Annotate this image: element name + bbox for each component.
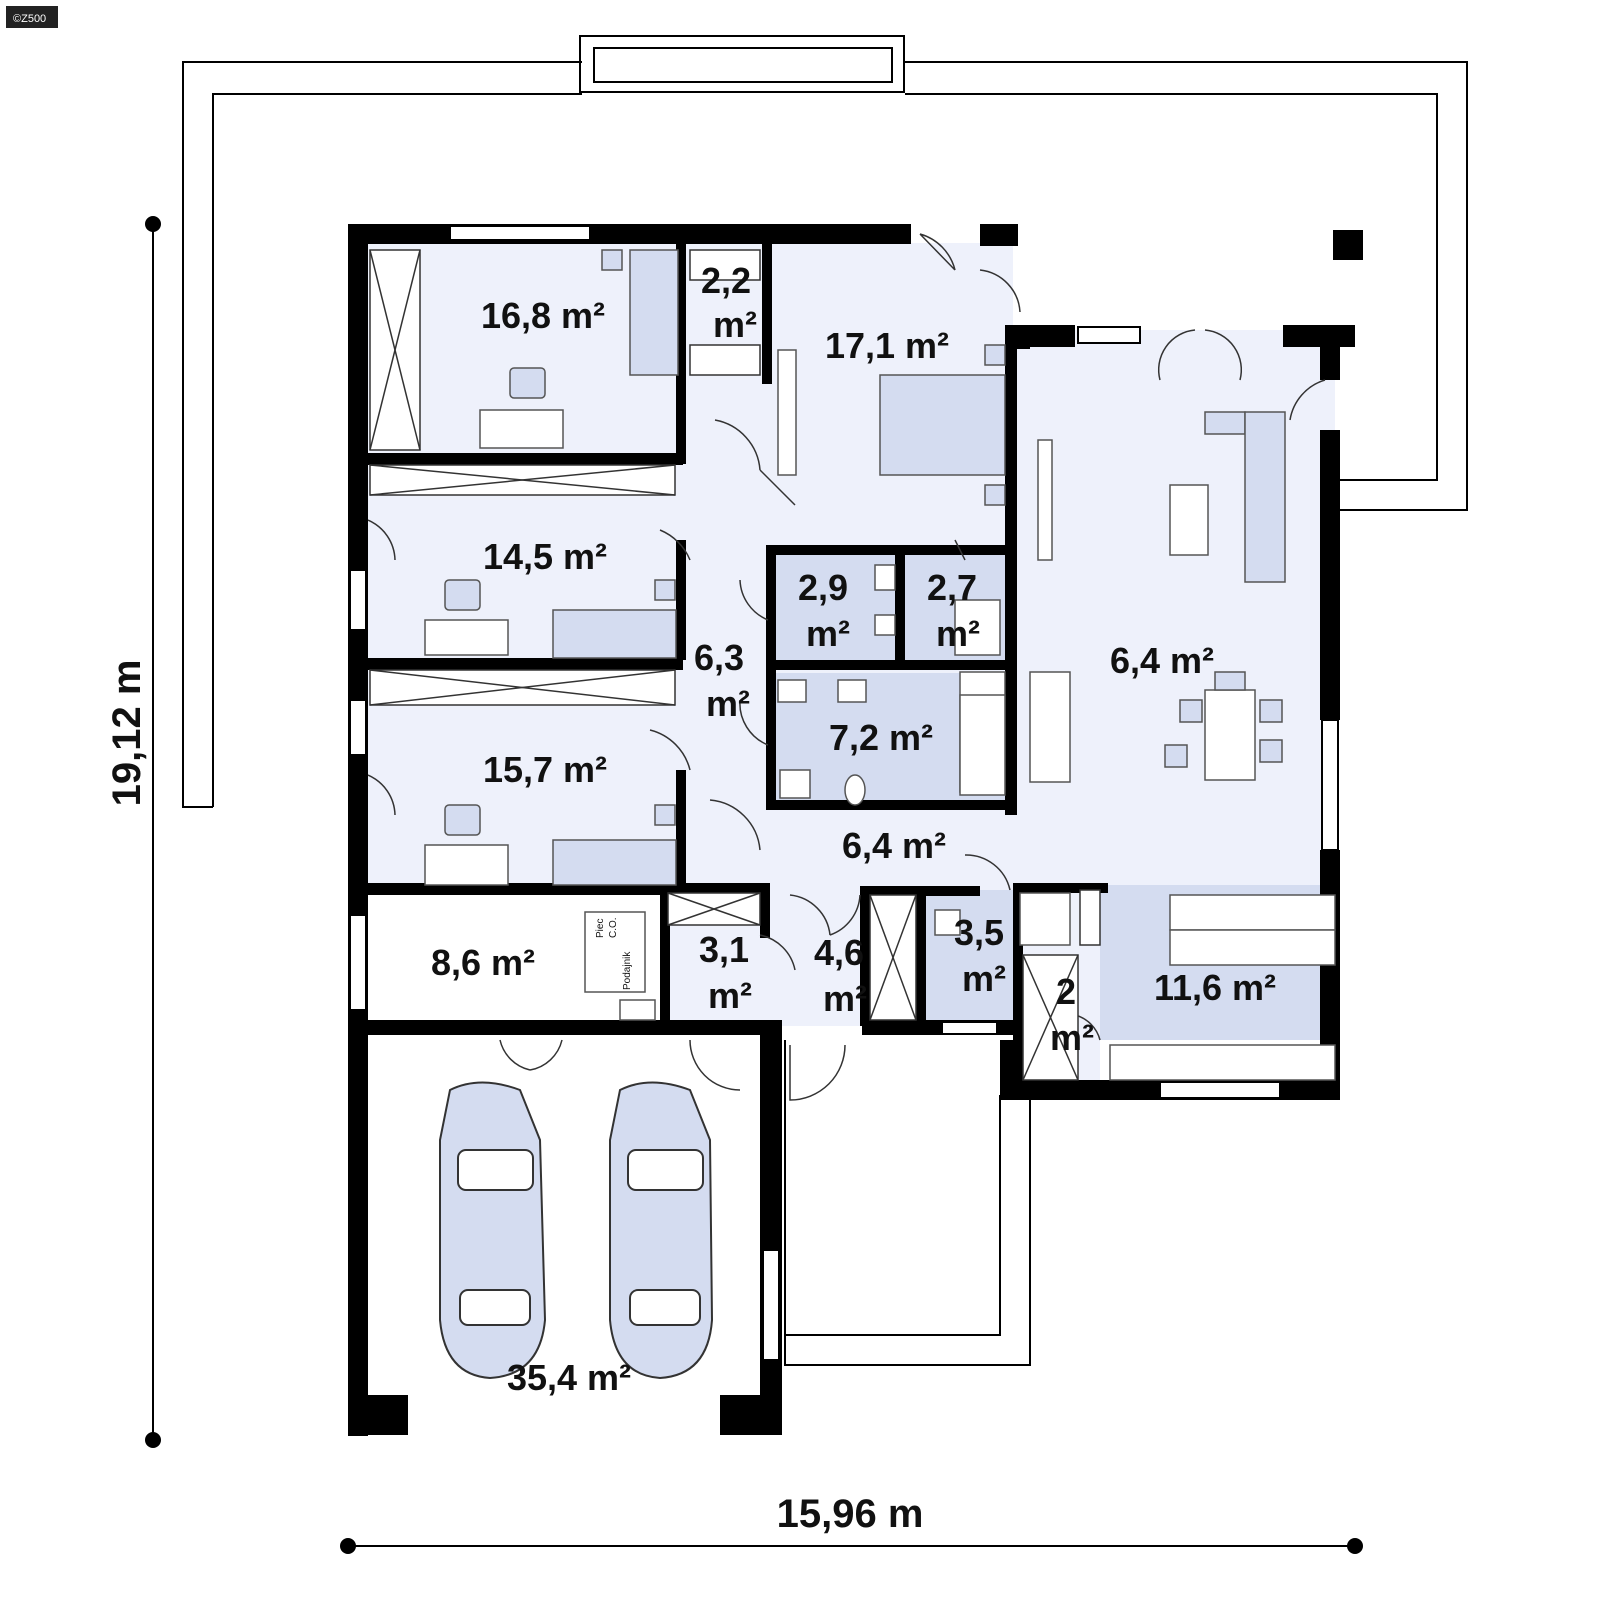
room-area: 6,4 m² [1110,640,1214,681]
windows [349,225,1339,1361]
height-dimension-label: 19,12 m [105,660,149,807]
watermark-badge: ©Z500 [6,6,58,28]
watermark-text: ©Z500 [13,13,46,25]
room-labels: 16,8 m² 2,2 m² 17,1 m² 14,5 m² 2,9 m² 2,… [431,260,1276,1398]
room-area: 11,6 m² [1154,967,1276,1008]
room-area: 2 [1056,971,1076,1012]
room-area: 2,7 [927,567,977,608]
width-dimension: 15,96 m [340,1492,1363,1554]
car-left [439,1081,547,1380]
room-unit: m² [706,683,750,724]
room-unit: m² [1050,1017,1094,1058]
width-dimension-label: 15,96 m [777,1492,924,1536]
wardrobes [369,249,1101,1081]
room-unit: m² [806,613,850,654]
room-area: 16,8 m² [481,295,605,336]
room-area: 8,6 m² [431,942,535,983]
room-unit: m² [823,978,867,1019]
room-area: 4,6 [814,932,864,973]
co-label: C.O. [608,917,619,938]
room-area: 6,4 m² [842,825,946,866]
room-area: 7,2 m² [829,717,933,758]
doors [367,233,1326,1101]
room-unit: m² [708,975,752,1016]
room-area: 3,5 [954,912,1004,953]
room-area: 2,9 [798,567,848,608]
room-unit: m² [936,613,980,654]
room-unit: m² [713,304,757,345]
room-area: 17,1 m² [825,325,949,366]
podajnik-label: Podajnik [622,951,633,990]
boiler-labels: Piec C.O. Podajnik [595,917,633,990]
room-unit: m² [962,958,1006,999]
room-area: 35,4 m² [507,1357,631,1398]
height-dimension: 19,12 m [105,216,161,1448]
room-area: 14,5 m² [483,536,607,577]
room-area: 2,2 [701,260,751,301]
room-area: 3,1 [699,929,749,970]
car-right [609,1081,714,1380]
room-area: 15,7 m² [483,749,607,790]
piec-label: Piec [595,919,606,938]
furniture [424,249,1336,1081]
room-area: 6,3 [694,637,744,678]
terrace-outline [182,35,1468,1366]
